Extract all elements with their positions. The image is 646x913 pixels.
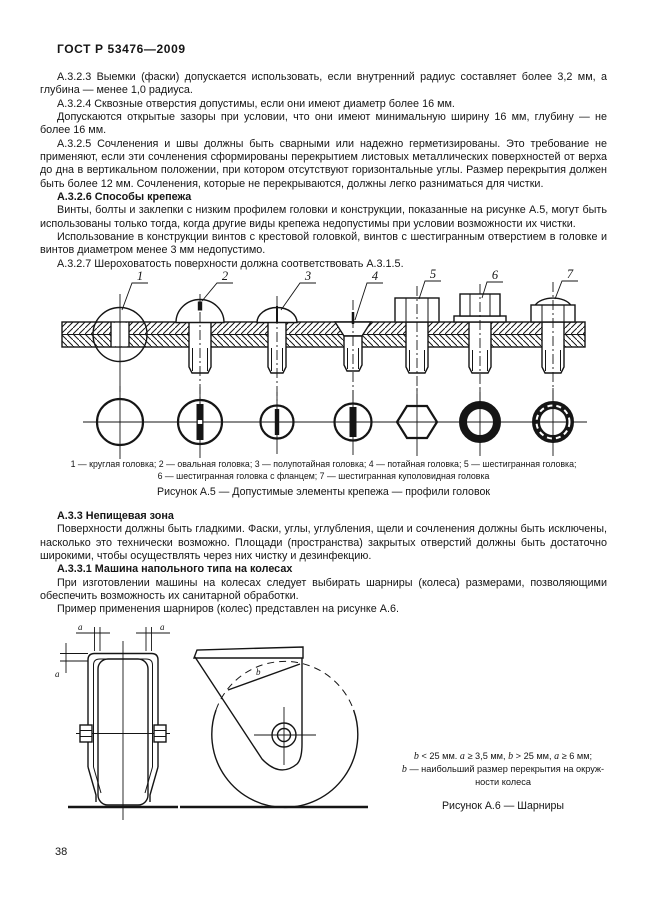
paragraph-cross-head: Использование в конструкции винтов с кре… [40, 231, 607, 257]
heading-a331: А.3.3.1 Машина напольного типа на колеса… [57, 563, 293, 576]
callout-7: 7 [567, 267, 574, 281]
fastener-profile-3-semi-countersunk [256, 296, 298, 404]
fastener-profile-7-hex-dome [530, 282, 576, 404]
caster-side-view: b [180, 646, 368, 809]
dimension-label-b: b [256, 667, 261, 677]
paragraph-open-gaps: Допускаются открытые зазоры при условии,… [40, 111, 607, 137]
figure-a5-caption: Рисунок А.5 — Допустимые элементы крепеж… [157, 486, 490, 498]
fastener-profile-5-hex [394, 286, 440, 404]
callout-4: 4 [372, 269, 378, 283]
fastener-profile-4-countersunk [333, 300, 373, 402]
paragraph-a324: А.3.2.4 Сквозные отверстия допустимы, ес… [57, 97, 455, 110]
paragraph-nonfood-zone: Поверхности должны быть гладкими. Фаски,… [40, 523, 607, 563]
callout-3: 3 [304, 269, 311, 283]
figure-a5-drawing: 1 2 3 4 5 6 7 [61, 267, 587, 459]
dimension-label-a-left: a [78, 622, 83, 632]
figure-a5-legend-line1: 1 — круглая головка; 2 — овальная головк… [70, 459, 577, 469]
heading-a326: А.3.2.6 Способы крепежа [57, 191, 192, 204]
dimension-label-a-side: a [55, 669, 60, 679]
paragraph-a323: А.3.2.3 Выемки (фаски) допускается испол… [40, 71, 607, 97]
page-number: 38 [55, 846, 68, 858]
figure-a5-top-views [83, 386, 587, 459]
figure-a5-legend-line2: 6 — шестигранная головка с фланцем; 7 — … [157, 471, 490, 481]
figure-a6-note-line3: ности колеса [475, 777, 531, 787]
figure-a6-caption: Рисунок А.6 — Шарниры [441, 800, 565, 812]
plate-cross-section [61, 321, 586, 348]
paragraph-example: Пример применения шарниров (колес) предс… [57, 603, 399, 616]
standard-number-header: ГОСТ Р 53476—2009 [57, 42, 186, 56]
section-a33-textblock: А.3.3 Непищевая зона Поверхности должны … [40, 510, 607, 617]
fastener-profile-1-round [92, 294, 148, 392]
heading-a33: А.3.3 Непищевая зона [57, 510, 174, 522]
caster-front-view: a a a [55, 622, 178, 820]
callout-5: 5 [430, 267, 436, 281]
figure-a6-drawing: a a a b [55, 622, 368, 820]
fastener-profile-2-oval [175, 294, 225, 404]
figure-a5-legend: 1 — круглая головка; 2 — овальная головк… [40, 458, 607, 482]
callout-1: 1 [137, 269, 143, 283]
figure-a6-note-line2: b — наибольший размер перекрытия на окру… [401, 764, 605, 775]
paragraph-screws: Винты, болты и заклепки с низким профиле… [40, 204, 607, 230]
fastener-profile-6-hex-flange [453, 284, 507, 404]
callout-2: 2 [222, 269, 228, 283]
figure-a6-note: b < 25 мм. a ≥ 3,5 мм, b > 25 мм, a ≥ 6 … [372, 750, 634, 789]
figure-a5-callouts: 1 2 3 4 5 6 7 [121, 267, 578, 321]
paragraph-a325: А.3.2.5 Сочленения и швы должны быть сва… [40, 137, 607, 190]
callout-6: 6 [492, 268, 499, 282]
paragraph-a327: А.3.2.7 Шероховатость поверхности должна… [57, 257, 404, 270]
paragraph-casters: При изготовлении машины на колесах следу… [40, 576, 607, 603]
figure-a6-note-line1: b < 25 мм. a ≥ 3,5 мм, b > 25 мм, a ≥ 6 … [413, 751, 593, 762]
section-a32-textblock: А.3.2.3 Выемки (фаски) допускается испол… [40, 71, 607, 271]
dimension-label-a-right: a [160, 622, 165, 632]
